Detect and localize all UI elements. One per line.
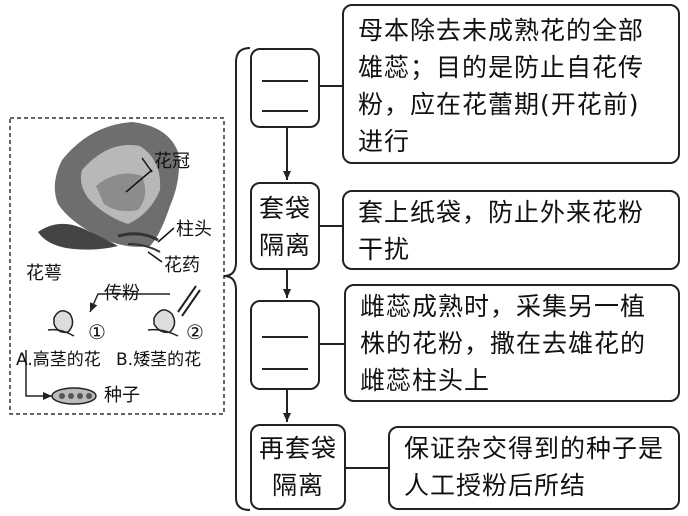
label-circle-1: ① xyxy=(88,320,106,344)
label-tall-flower: A.高茎的花 xyxy=(16,350,101,370)
step-2-description: 套上纸袋，防止外来花粉 干扰 xyxy=(342,190,680,270)
step-1-blank-box xyxy=(250,48,320,128)
label-short-flower: B.矮茎的花 xyxy=(116,350,202,370)
step-4-description: 保证杂交得到的种子是 人工授粉后所结 xyxy=(388,426,680,510)
flower-illustration xyxy=(38,122,179,263)
label-corolla: 花冠 xyxy=(154,151,190,172)
step-3-blank-line-2 xyxy=(262,368,308,370)
step-1-blank-line-2 xyxy=(262,110,308,112)
label-calyx: 花萼 xyxy=(26,263,62,284)
label-stigma: 柱头 xyxy=(176,219,212,240)
pollination-sketch xyxy=(25,285,201,405)
dashed-frame xyxy=(9,117,225,415)
label-pollination: 传粉 xyxy=(104,283,140,304)
bracket xyxy=(223,47,251,511)
step-1-blank-line-1 xyxy=(262,80,308,82)
label-seed: 种子 xyxy=(104,385,140,406)
label-circle-2: ② xyxy=(186,320,204,344)
step-1-description: 母本除去未成熟花的全部 雄蕊；目的是防止自花传 粉，应在花蕾期(开花前) 进行 xyxy=(342,4,680,164)
label-anther: 花药 xyxy=(164,255,200,276)
step-2-label: 套袋 隔离 xyxy=(250,182,320,270)
step-4-label: 再套袋 隔离 xyxy=(250,424,346,510)
step-3-blank-box xyxy=(250,300,320,390)
step-3-description: 雌蕊成熟时，采集另一植 株的花粉，撒在去雄花的 雌蕊柱头上 xyxy=(344,284,680,402)
step-3-blank-line-1 xyxy=(262,336,308,338)
